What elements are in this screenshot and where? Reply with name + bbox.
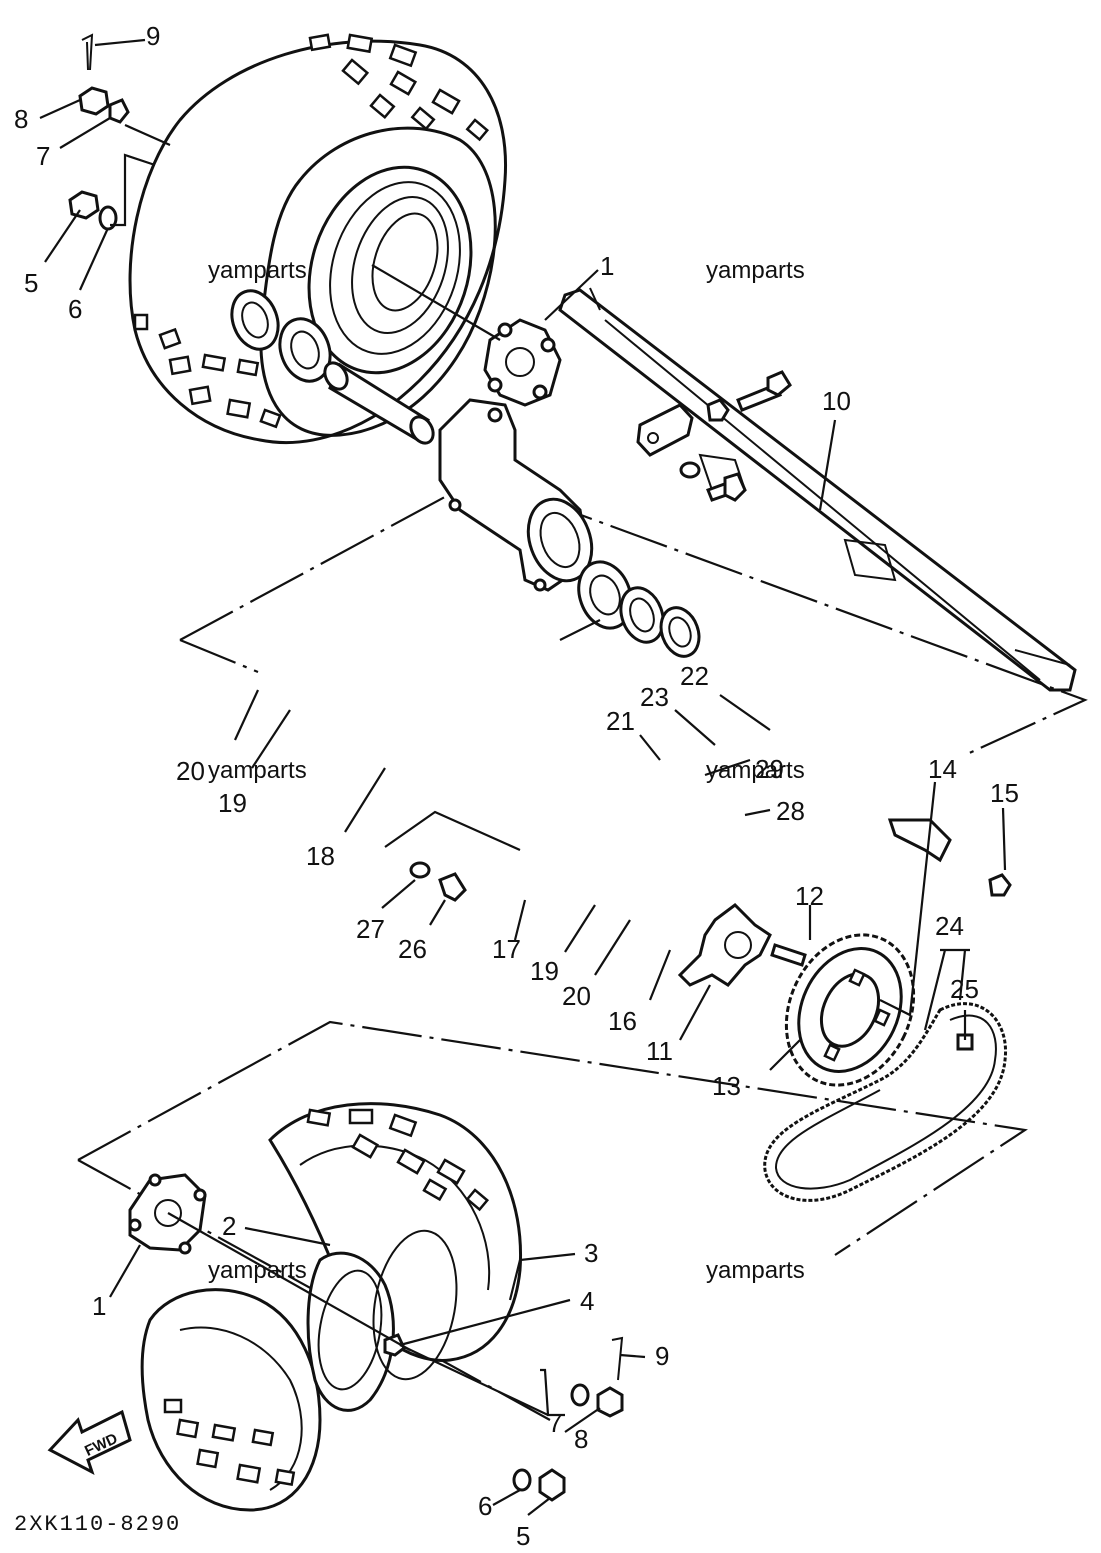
callout-16: 16 bbox=[608, 1006, 637, 1036]
oil-seal-20-mid bbox=[619, 586, 665, 644]
bottom-front-wheel bbox=[140, 1102, 523, 1512]
drive-chain-24 bbox=[763, 1002, 1008, 1202]
bottom-leader-lines bbox=[109, 1212, 646, 1516]
callout-10: 10 bbox=[822, 386, 851, 416]
callout-25: 25 bbox=[950, 974, 979, 1004]
watermark-mid-right: yamparts bbox=[706, 757, 805, 784]
callout-3: 3 bbox=[584, 1238, 598, 1268]
callout-4: 4 bbox=[580, 1286, 594, 1316]
callout-21: 21 bbox=[606, 706, 635, 736]
callout-19-mid: 19 bbox=[530, 956, 559, 986]
callout-8-top: 8 bbox=[14, 104, 28, 134]
sprocket-hub-11 bbox=[677, 903, 772, 987]
watermark-top-right: yamparts bbox=[706, 257, 805, 284]
watermark-top-left: yamparts bbox=[208, 257, 307, 284]
callout-20-left: 20 bbox=[176, 756, 205, 786]
callout-17: 17 bbox=[492, 934, 521, 964]
assembly-boundary-middle bbox=[179, 476, 1088, 756]
callout-22: 22 bbox=[680, 661, 709, 691]
spacer-collar-18 bbox=[323, 361, 435, 445]
seal-16 bbox=[659, 606, 701, 658]
assembly-boundary-middle-lower bbox=[179, 638, 259, 674]
bearing-19-left bbox=[278, 317, 332, 383]
callout-26: 26 bbox=[398, 934, 427, 964]
drive-sprocket-13 bbox=[784, 933, 916, 1087]
callout-7-bottom: 7 bbox=[548, 1408, 562, 1438]
top-rear-wheel bbox=[128, 33, 508, 444]
bearing-19-mid bbox=[577, 560, 633, 630]
watermark-mid-left: yamparts bbox=[208, 757, 307, 784]
stud-bolt-12 bbox=[770, 943, 807, 967]
callout-9-bottom: 9 bbox=[655, 1341, 669, 1371]
callout-23: 23 bbox=[640, 682, 669, 712]
bolt-22-nut-23 bbox=[706, 370, 792, 422]
callout-14: 14 bbox=[928, 754, 957, 784]
callout-5-top: 5 bbox=[24, 268, 38, 298]
callout-labels: 9 8 7 5 6 1 10 20 19 18 27 26 17 19 20 1… bbox=[14, 21, 1019, 1551]
callout-9-top: 9 bbox=[146, 21, 160, 51]
washer-27 bbox=[409, 861, 431, 879]
watermark-bottom-right: yamparts bbox=[706, 1257, 805, 1284]
watermark-bottom-left: yamparts bbox=[208, 1257, 307, 1284]
callout-24: 24 bbox=[935, 911, 964, 941]
drawing-code: 2XK110-8290 bbox=[14, 1512, 181, 1537]
callout-20-mid: 20 bbox=[562, 981, 591, 1011]
wheel-hub-bottom bbox=[128, 1173, 207, 1255]
callout-15: 15 bbox=[990, 778, 1019, 808]
wheel-hub-top bbox=[483, 318, 562, 407]
chain-guide-14 bbox=[887, 818, 1012, 897]
callout-18: 18 bbox=[306, 841, 335, 871]
top-leader-lines bbox=[39, 38, 837, 511]
callout-29: 29 bbox=[755, 754, 784, 784]
callout-1-bottom: 1 bbox=[92, 1291, 106, 1321]
watermarks: yamparts yamparts yamparts yamparts yamp… bbox=[208, 257, 805, 1284]
oil-seal-20-left bbox=[230, 289, 280, 351]
callout-27: 27 bbox=[356, 914, 385, 944]
callout-11: 11 bbox=[646, 1036, 673, 1066]
bolt-26 bbox=[438, 872, 467, 902]
callout-8-bottom: 8 bbox=[574, 1424, 588, 1454]
callout-19-left: 19 bbox=[218, 788, 247, 818]
top-fasteners bbox=[68, 33, 130, 231]
callout-13: 13 bbox=[712, 1071, 741, 1101]
callout-28: 28 bbox=[776, 796, 805, 826]
middle-leader-lines bbox=[234, 619, 1007, 1071]
forward-direction-arrow: FWD bbox=[47, 1409, 132, 1476]
callout-1-top: 1 bbox=[600, 251, 614, 281]
washer-29-bolt-28 bbox=[679, 461, 747, 502]
callout-2: 2 bbox=[222, 1211, 236, 1241]
callout-5-bottom: 5 bbox=[516, 1521, 530, 1551]
callout-12: 12 bbox=[795, 881, 824, 911]
bottom-fasteners bbox=[383, 1333, 624, 1502]
axle-housing-17 bbox=[438, 398, 594, 592]
bracket-21 bbox=[636, 403, 694, 457]
callout-6-bottom: 6 bbox=[478, 1491, 492, 1521]
callout-6-top: 6 bbox=[68, 294, 82, 324]
callout-7-top: 7 bbox=[36, 141, 50, 171]
